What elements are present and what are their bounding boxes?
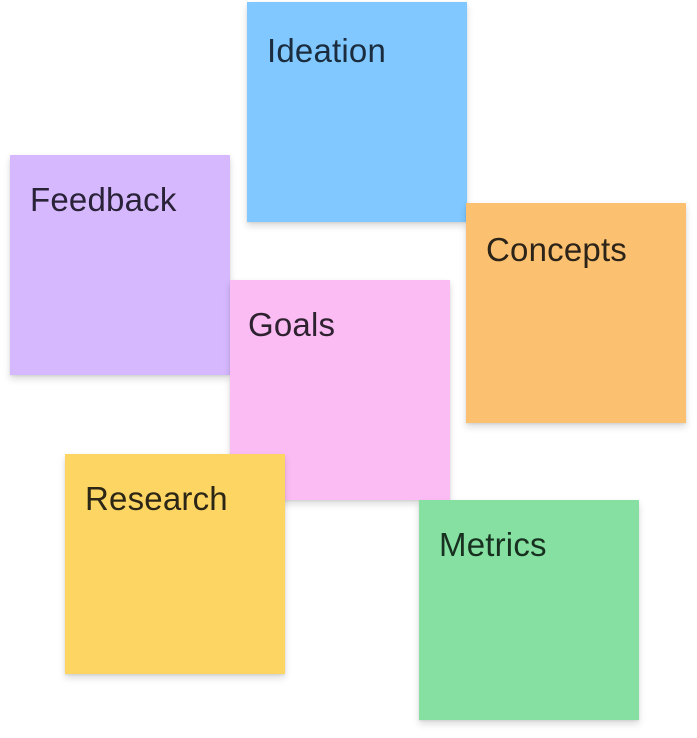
sticky-note-concepts[interactable]: Concepts — [466, 203, 686, 423]
sticky-note-label: Goals — [248, 306, 336, 343]
sticky-note-label: Concepts — [486, 231, 628, 268]
sticky-note-label: Feedback — [30, 181, 177, 218]
sticky-note-label: Metrics — [439, 526, 547, 563]
sticky-note-label: Ideation — [267, 32, 387, 69]
sticky-note-ideation[interactable]: Ideation — [247, 2, 467, 222]
sticky-note-research[interactable]: Research — [65, 454, 285, 674]
sticky-note-label: Research — [85, 480, 228, 517]
sticky-note-metrics[interactable]: Metrics — [419, 500, 639, 720]
sticky-note-feedback[interactable]: Feedback — [10, 155, 230, 375]
